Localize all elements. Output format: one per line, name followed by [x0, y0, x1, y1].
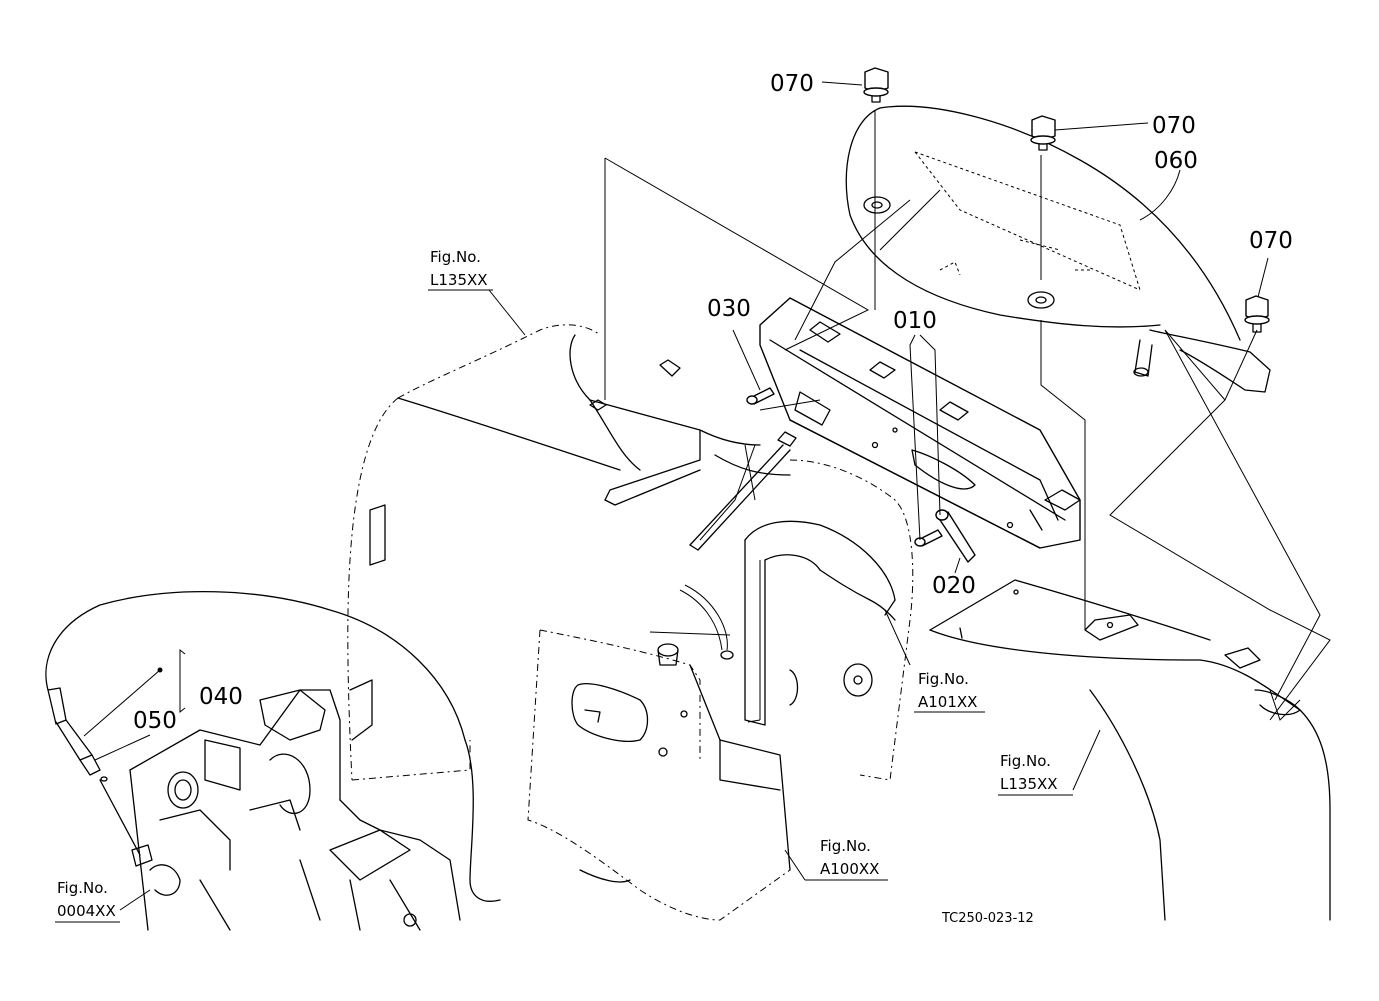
part-label-030: 030 — [707, 296, 751, 322]
part-label-070-right: 070 — [1249, 228, 1293, 254]
screw-010 — [914, 529, 943, 547]
column-cover — [657, 431, 914, 781]
lamp-020 — [935, 509, 976, 563]
bolt-070-top — [863, 67, 889, 103]
part-label-070-top: 070 — [770, 71, 814, 97]
leader-lines — [83, 81, 1331, 911]
part-labels: 070 070 060 070 030 010 020 040 050 — [133, 71, 1293, 734]
fig-ref-a101: Fig.No. A101XX — [914, 670, 985, 713]
screw-030 — [746, 387, 775, 405]
bolt-070-right — [1244, 295, 1270, 333]
part-label-050: 050 — [133, 708, 177, 734]
part-label-060: 060 — [1154, 148, 1198, 174]
fig-ref-code: L135XX — [430, 271, 488, 289]
fig-ref-prefix: Fig.No. — [430, 248, 481, 266]
part-label-070-middle: 070 — [1152, 113, 1196, 139]
fig-ref-l135-top: Fig.No. L135XX — [428, 248, 493, 291]
fig-ref-0004: Fig.No. 0004XX — [55, 879, 120, 923]
fig-ref-code: A101XX — [918, 693, 977, 711]
fig-ref-code: A100XX — [820, 860, 879, 878]
part-label-040: 040 — [199, 684, 243, 710]
drawing-code: TC250-023-12 — [941, 911, 1034, 926]
fig-ref-a100: Fig.No. A100XX — [805, 837, 888, 881]
fig-ref-prefix: Fig.No. — [820, 837, 871, 855]
fig-ref-prefix: Fig.No. — [918, 670, 969, 688]
dash-panel-060 — [845, 105, 1271, 393]
figure-references: Fig.No. L135XX Fig.No. A101XX Fig.No. L1… — [55, 248, 1073, 923]
part-label-020: 020 — [932, 573, 976, 599]
fig-ref-code: 0004XX — [57, 902, 116, 920]
bolt-070-middle — [1030, 115, 1056, 151]
lower-column-box — [527, 629, 791, 921]
engine-block — [129, 689, 461, 931]
fig-ref-prefix: Fig.No. — [1000, 752, 1051, 770]
meter-panel-010 — [759, 297, 1081, 549]
part-label-010: 010 — [893, 308, 937, 334]
left-steering-cover — [347, 324, 791, 781]
fig-ref-code: L135XX — [1000, 775, 1058, 793]
fig-ref-l135-right: Fig.No. L135XX — [998, 752, 1073, 796]
cable-050 — [45, 590, 501, 902]
right-steering-cover — [929, 579, 1331, 921]
fig-ref-prefix: Fig.No. — [57, 879, 108, 897]
